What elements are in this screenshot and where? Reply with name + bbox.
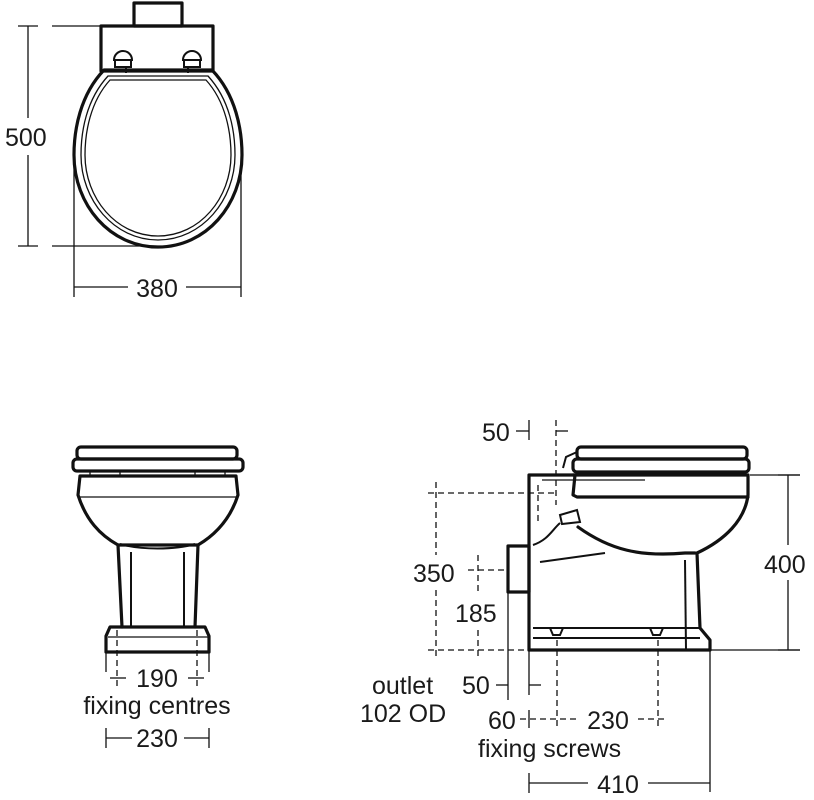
front-bowl xyxy=(76,474,240,547)
dim-label: 500 xyxy=(5,124,47,152)
fixing-screws-label: fixing screws xyxy=(478,735,621,763)
plan-back-block xyxy=(99,24,215,73)
front-lid xyxy=(75,445,239,461)
dim-label-190: 190 xyxy=(136,665,178,693)
dim-label: 380 xyxy=(136,275,178,303)
side-back-wall xyxy=(527,473,577,652)
hinge-left xyxy=(112,50,134,73)
side-bowl-outline xyxy=(527,473,750,652)
dim-label-60: 60 xyxy=(488,707,516,735)
dim-label-50-bottom: 50 xyxy=(462,672,490,700)
dim-label-230-screws: 230 xyxy=(587,707,629,735)
dim-label-350: 350 xyxy=(413,560,455,588)
hinge-right xyxy=(181,50,203,73)
dimension-500: 500 xyxy=(5,25,150,247)
fixing-centres-label: fixing centres xyxy=(83,692,230,720)
dim-label-185: 185 xyxy=(455,600,497,628)
dimension-380: 380 xyxy=(73,165,242,303)
front-pedestal xyxy=(116,543,200,629)
dim-label-230: 230 xyxy=(136,725,178,753)
outlet-size-label: 102 OD xyxy=(360,700,446,728)
plan-seat-outer xyxy=(72,68,244,249)
plan-view: 500 380 xyxy=(5,1,244,303)
side-seat xyxy=(571,457,751,474)
dim-label-50-top: 50 xyxy=(482,419,510,447)
dim-label-410: 410 xyxy=(597,771,639,799)
side-view: 50 350 185 400 outlet 102 OD 50 60 230 f… xyxy=(360,419,806,799)
front-seat xyxy=(71,457,245,473)
front-view: 190 fixing centres 230 xyxy=(71,445,245,753)
side-lid xyxy=(575,445,749,461)
outlet-spigot xyxy=(506,544,531,594)
front-base xyxy=(104,625,211,654)
cistern-connector xyxy=(132,1,184,28)
dim-label-400: 400 xyxy=(764,551,806,579)
outlet-label: outlet xyxy=(372,672,433,700)
